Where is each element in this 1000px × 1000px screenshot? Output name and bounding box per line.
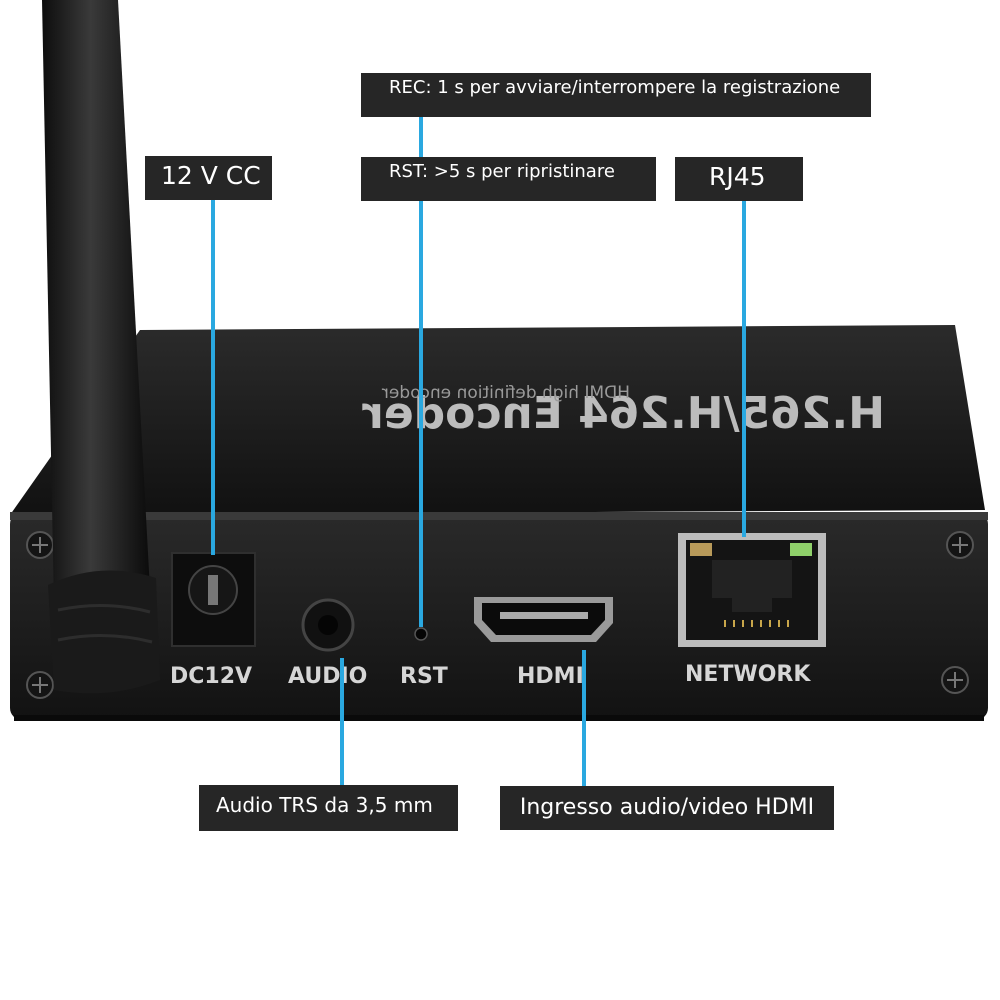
port-label-hdmi: HDMI bbox=[517, 664, 584, 689]
reset-button-hole bbox=[414, 627, 428, 641]
callout-audio: Audio TRS da 3,5 mm bbox=[199, 785, 458, 831]
leader-line-rj45 bbox=[742, 201, 746, 537]
callout-rst: RST: >5 s per ripristinare bbox=[361, 157, 656, 201]
device-top-label: H.265/H.264 Encoder bbox=[362, 388, 885, 439]
leader-line-rec bbox=[419, 117, 423, 157]
callout-dc-power: 12 V CC bbox=[145, 156, 272, 200]
audio-jack-port bbox=[301, 598, 355, 652]
callout-rec: REC: 1 s per avviare/interrompere la reg… bbox=[361, 73, 871, 117]
leader-line-rst bbox=[419, 201, 423, 627]
leader-line-audio bbox=[340, 658, 344, 785]
port-label-rst: RST bbox=[400, 664, 448, 689]
device-top-surface bbox=[10, 325, 985, 515]
hdmi-port bbox=[474, 597, 613, 642]
device-silkscreen: H.265/H.264 Encoder HDMI high definition… bbox=[362, 383, 885, 439]
port-label-audio: AUDIO bbox=[288, 664, 367, 689]
port-label-dc: DC12V bbox=[170, 664, 252, 689]
rj45-port bbox=[678, 533, 826, 647]
callout-hdmi: Ingresso audio/video HDMI bbox=[500, 786, 834, 830]
leader-line-dc bbox=[211, 200, 215, 555]
antenna bbox=[42, 0, 160, 694]
leader-line-hdmi bbox=[582, 650, 586, 786]
device-top-sublabel: HDMI high definition encoder bbox=[382, 383, 630, 403]
port-label-network: NETWORK bbox=[685, 662, 811, 687]
callout-rj45: RJ45 bbox=[675, 157, 803, 201]
dc-jack-port bbox=[171, 552, 256, 647]
